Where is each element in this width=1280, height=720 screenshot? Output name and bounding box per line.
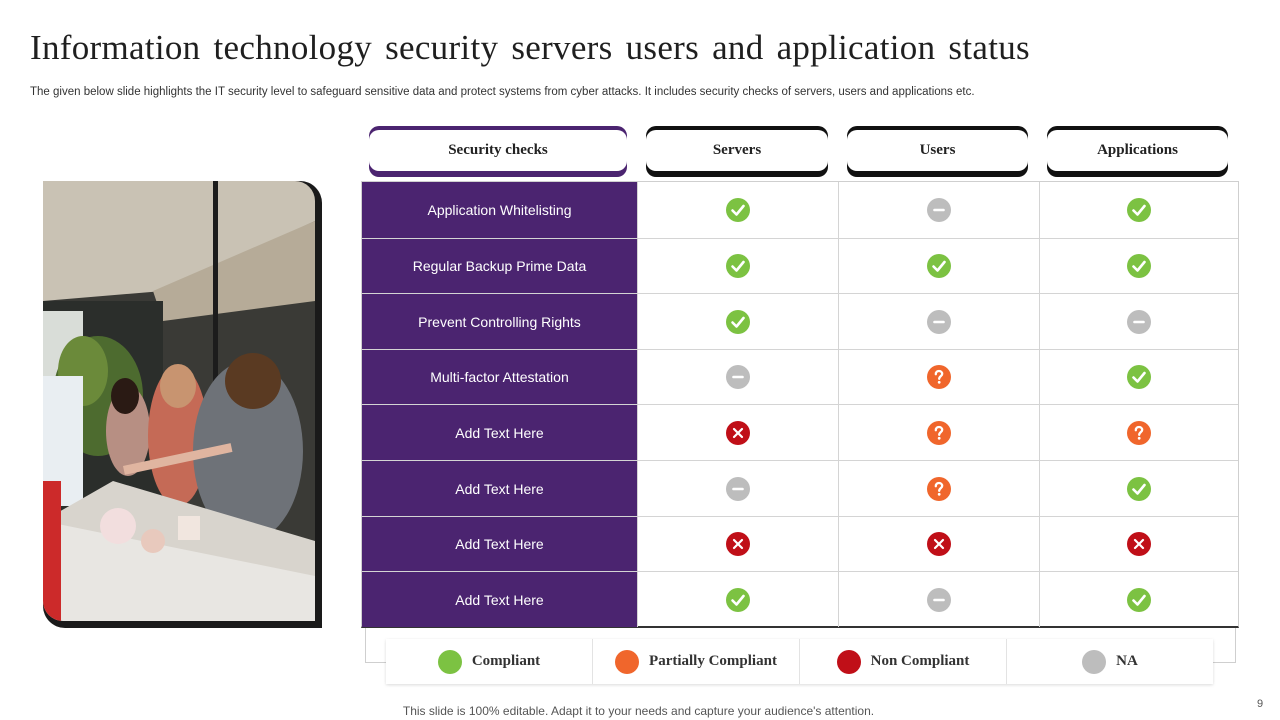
check-icon xyxy=(726,254,750,279)
row-label: Application Whitelisting xyxy=(362,182,637,238)
minus-icon xyxy=(927,198,951,222)
table-row: Application Whitelisting xyxy=(362,182,1238,238)
legend-label: Non Compliant xyxy=(870,653,970,669)
status-legend: Compliant Partially Compliant Non Complian… xyxy=(386,639,1213,684)
status-cell-servers xyxy=(637,349,838,405)
check-icon xyxy=(726,587,750,612)
row-label: Prevent Controlling Rights xyxy=(362,294,637,350)
minus-icon xyxy=(1127,309,1151,334)
status-cell-servers xyxy=(637,516,838,572)
legend-dot-icon xyxy=(836,649,861,674)
check-icon xyxy=(927,254,951,279)
cross-icon xyxy=(927,532,951,557)
row-label: Regular Backup Prime Data xyxy=(362,238,637,294)
table-row: Multi-factor Attestation xyxy=(362,348,1238,405)
team-photo xyxy=(43,181,315,621)
minus-icon xyxy=(726,365,750,390)
row-label: Multi-factor Attestation xyxy=(362,349,637,405)
status-cell-users xyxy=(838,405,1039,461)
status-cell-users xyxy=(838,461,1039,516)
question-icon xyxy=(1127,420,1151,445)
legend-item-partial: Partially Compliant xyxy=(593,639,800,684)
status-cell-servers xyxy=(637,405,838,461)
legend-label: NA xyxy=(1116,653,1138,669)
page-number: 9 xyxy=(1257,698,1264,710)
cross-icon xyxy=(726,532,750,557)
status-cell-servers xyxy=(637,294,838,350)
table-row: Regular Backup Prime Data xyxy=(362,237,1238,294)
table-row: Prevent Controlling Rights xyxy=(362,293,1238,350)
status-cell-applications xyxy=(1039,349,1238,405)
check-icon xyxy=(1127,476,1151,501)
status-cell-applications xyxy=(1039,461,1238,516)
legend-item-na: NA xyxy=(1007,639,1213,684)
legend-item-compliant: Compliant xyxy=(386,639,593,684)
status-cell-servers xyxy=(637,238,838,294)
legend-dot-icon xyxy=(615,649,640,674)
minus-icon xyxy=(927,587,951,612)
status-cell-users xyxy=(838,294,1039,350)
question-icon xyxy=(927,420,951,445)
row-label: Add Text Here xyxy=(362,516,637,572)
page-subtitle: The given below slide highlights the IT … xyxy=(30,86,975,98)
status-cell-applications xyxy=(1039,572,1238,628)
status-cell-applications xyxy=(1039,238,1238,294)
status-cell-users xyxy=(838,238,1039,294)
question-icon xyxy=(927,365,951,390)
table-row: Add Text Here xyxy=(362,460,1238,516)
cross-icon xyxy=(726,420,750,445)
check-icon xyxy=(1127,254,1151,279)
status-cell-servers xyxy=(637,182,838,238)
check-icon xyxy=(1127,198,1151,222)
status-cell-applications xyxy=(1039,405,1238,461)
check-icon xyxy=(1127,365,1151,390)
cross-icon xyxy=(1127,532,1151,557)
question-icon xyxy=(927,476,951,501)
row-label: Add Text Here xyxy=(362,572,637,628)
header-label: Servers xyxy=(646,130,828,171)
header-security-checks: Security checks xyxy=(369,126,627,177)
check-icon xyxy=(726,198,750,222)
table-row: Add Text Here xyxy=(362,404,1238,461)
status-cell-servers xyxy=(637,572,838,628)
header-label: Users xyxy=(847,130,1028,171)
header-label: Security checks xyxy=(369,130,627,171)
status-cell-applications xyxy=(1039,294,1238,350)
page-title: Information technology security servers … xyxy=(30,28,1030,67)
legend-label: Compliant xyxy=(471,653,541,669)
footer-note: This slide is 100% editable. Adapt it to… xyxy=(402,704,875,718)
header-servers: Servers xyxy=(646,126,828,177)
row-label: Add Text Here xyxy=(362,405,637,461)
status-cell-applications xyxy=(1039,516,1238,572)
table-row: Add Text Here xyxy=(362,515,1238,572)
status-cell-users xyxy=(838,349,1039,405)
check-icon xyxy=(726,309,750,334)
status-cell-users xyxy=(838,182,1039,238)
header-label: Applications xyxy=(1047,130,1228,171)
minus-icon xyxy=(927,309,951,334)
check-icon xyxy=(1127,587,1151,612)
status-cell-applications xyxy=(1039,182,1238,238)
legend-item-non: Non Compliant xyxy=(800,639,1007,684)
team-photo-frame xyxy=(43,181,322,628)
header-applications: Applications xyxy=(1047,126,1228,177)
legend-dot-icon xyxy=(437,649,462,674)
legend-label: Partially Compliant xyxy=(649,653,777,669)
status-cell-servers xyxy=(637,461,838,516)
status-cell-users xyxy=(838,516,1039,572)
header-users: Users xyxy=(847,126,1028,177)
row-label: Add Text Here xyxy=(362,461,637,516)
status-cell-users xyxy=(838,572,1039,628)
minus-icon xyxy=(726,476,750,501)
table-row: Add Text Here xyxy=(362,571,1238,628)
legend-dot-icon xyxy=(1082,649,1107,674)
